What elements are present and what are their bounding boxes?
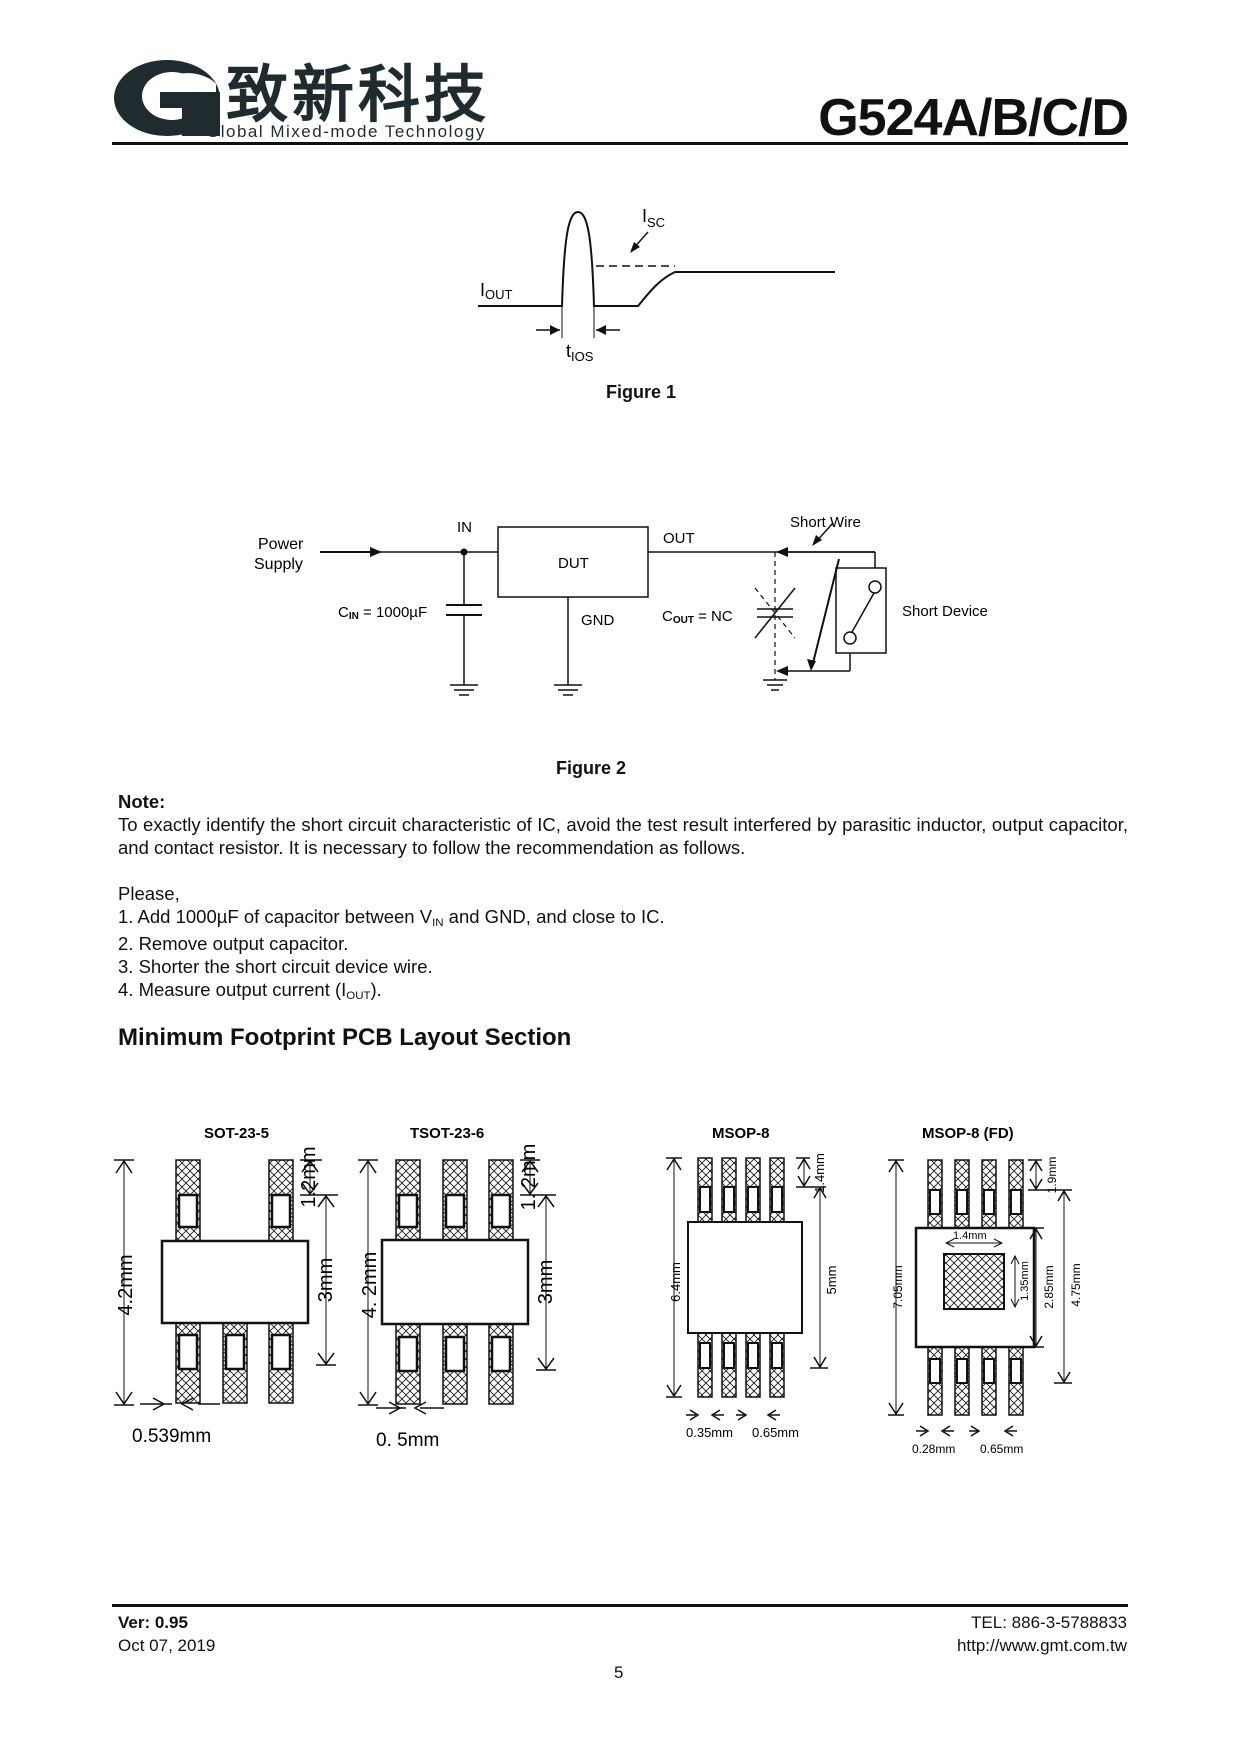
sot23-5-title: SOT-23-5 (204, 1125, 269, 1142)
dut-label: DUT (558, 555, 589, 572)
short-device-label: Short Device (902, 603, 988, 620)
msop8fd-width: 0.28mm (912, 1442, 955, 1456)
power-supply-label-2: Supply (254, 556, 303, 573)
cout-label: COUT = NC (662, 608, 733, 626)
tsot23-6-pad: 1. 2mm (518, 1144, 540, 1211)
msop8fd-ep-width: 1.4mm (953, 1230, 987, 1242)
sot23-5-body: 3mm (315, 1258, 337, 1302)
msop8fd-pad: 1.9mm (1045, 1157, 1059, 1194)
brand-chinese-name: 致新科技 (226, 58, 491, 131)
power-supply-label: Power (258, 536, 304, 553)
page-number: 5 (614, 1663, 624, 1682)
note-item-1: 1. Add 1000µF of capacitor between VIN a… (118, 906, 665, 929)
isc-label: ISC (642, 206, 665, 230)
figure-1-waveform: IOUT ISC tIOS (470, 200, 850, 370)
footer-rule (112, 1604, 1128, 1607)
msop8fd-total: 7.05mm (891, 1265, 905, 1308)
sot23-5-pitch: 0.539mm (132, 1426, 211, 1447)
note-heading: Note: (118, 791, 166, 812)
tios-label: tIOS (566, 341, 594, 364)
msop8fd-title: MSOP-8 (FD) (922, 1125, 1014, 1142)
header-rule (112, 142, 1128, 145)
msop8fd-body: 4.75mm (1069, 1263, 1083, 1306)
company-logo (112, 56, 222, 140)
pcb-section-title: Minimum Footprint PCB Layout Section (118, 1024, 572, 1051)
short-device-box (835, 567, 887, 654)
cin-label: CIN = 1000µF (338, 604, 427, 622)
dut-box (497, 526, 649, 598)
figure-2-caption: Figure 2 (556, 758, 627, 778)
tsot23-6-pitch: 0. 5mm (376, 1430, 439, 1451)
figure-1-caption: Figure 1 (606, 382, 677, 402)
note-body: To exactly identify the short circuit ch… (118, 814, 1128, 858)
msop8fd-ep-height: 1.35mm (1019, 1261, 1031, 1301)
iout-label: IOUT (480, 280, 513, 302)
short-wire-label: Short Wire (790, 514, 861, 531)
msop8-total: 6.4mm (668, 1262, 683, 1302)
brand-english-name: Global Mixed-mode Technology (206, 122, 486, 141)
part-number: G524A/B/C/D (818, 89, 1129, 147)
figure-2-test-circuit: Power Supply IN DUT OUT GND CIN = 1000µF… (240, 505, 1020, 705)
msop8fd-inner: 2.85mm (1042, 1265, 1056, 1308)
footer-tel: TEL: 886-3-5788833 (971, 1613, 1127, 1632)
msop8-body: 5mm (824, 1266, 839, 1295)
footer-date: Oct 07, 2019 (118, 1636, 216, 1655)
note-item-4: 4. Measure output current (IOUT). (118, 979, 382, 1002)
pcb-footprints: SOT-23-5 4.2mm (110, 1115, 1130, 1470)
note-item-3: 3. Shorter the short circuit device wire… (118, 956, 433, 977)
note-item-2: 2. Remove output capacitor. (118, 933, 349, 954)
note-please: Please, (118, 883, 180, 904)
msop8-pitch: 0.65mm (752, 1425, 799, 1440)
in-label: IN (457, 519, 472, 536)
msop8-pad: 1.4mm (812, 1153, 827, 1193)
out-label: OUT (663, 530, 695, 547)
msop8-width: 0.35mm (686, 1425, 733, 1440)
sot23-5-pad: 1.2mm (298, 1146, 320, 1207)
tsot23-6-body: 3mm (535, 1260, 557, 1304)
msop8-title: MSOP-8 (712, 1125, 770, 1142)
gnd-label: GND (581, 612, 615, 629)
sot23-5-total: 4.2mm (115, 1254, 137, 1315)
msop8fd-pitch: 0.65mm (980, 1442, 1023, 1456)
tsot23-6-title: TSOT-23-6 (410, 1125, 484, 1142)
footer-url[interactable]: http://www.gmt.com.tw (956, 1636, 1127, 1655)
note-section: Note: To exactly identify the short circ… (118, 790, 1128, 1005)
footer-version: Ver: 0.95 (118, 1613, 188, 1632)
tsot23-6-total: 4. 2mm (359, 1252, 381, 1319)
